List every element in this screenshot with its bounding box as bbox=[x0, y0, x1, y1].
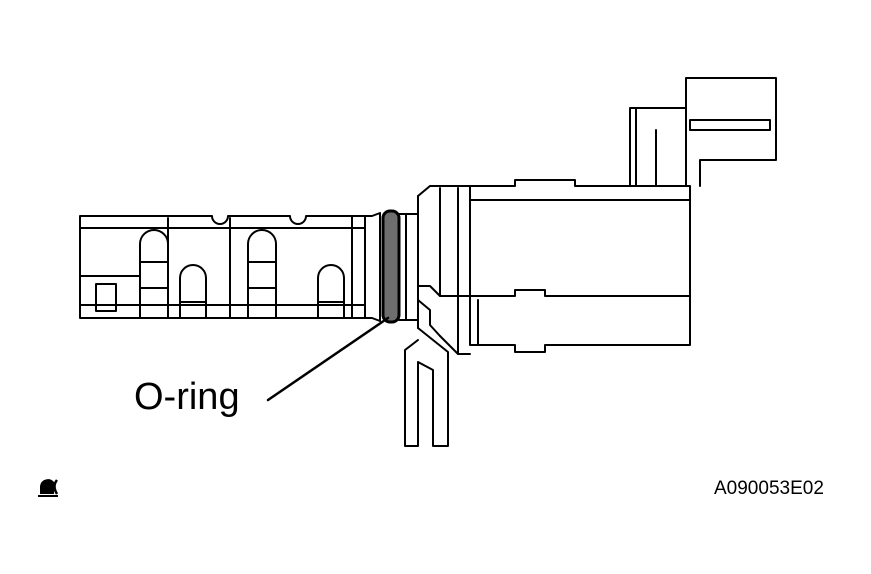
solenoid-body bbox=[469, 179, 691, 353]
electrical-connector bbox=[629, 77, 777, 187]
o-ring bbox=[381, 209, 401, 324]
oring-label: O-ring bbox=[134, 376, 240, 418]
figure-id: A090053E02 bbox=[714, 478, 824, 499]
mounting-bracket bbox=[404, 295, 471, 447]
oring-leader-line bbox=[266, 316, 390, 402]
valve-spool-body bbox=[79, 212, 381, 322]
valve-flange bbox=[398, 185, 471, 337]
service-symbol-icon bbox=[38, 479, 59, 497]
